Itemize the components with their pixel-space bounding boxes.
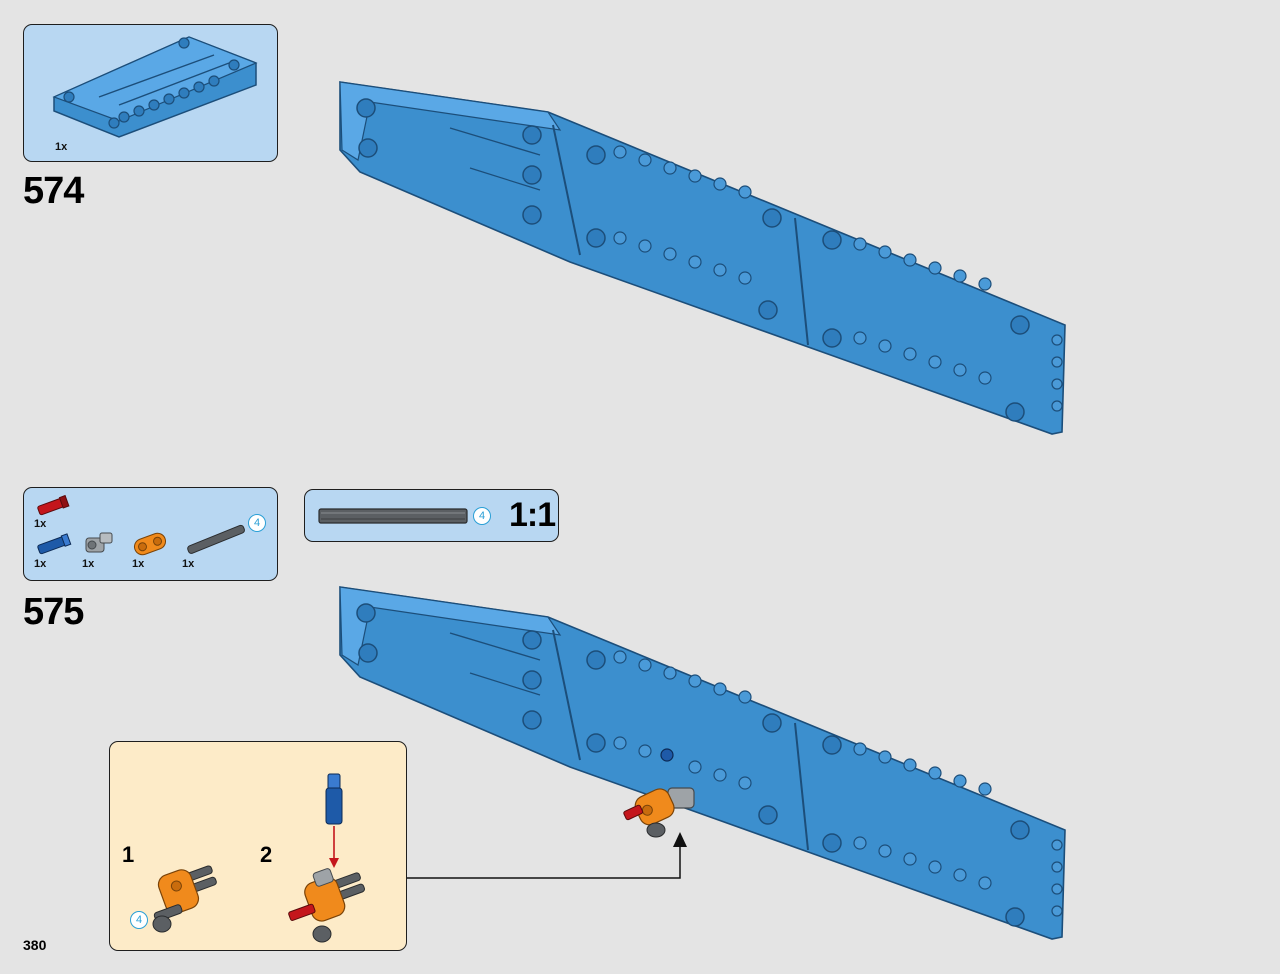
step-574-parts-box: 1x xyxy=(23,24,278,162)
attached-sub-assembly-icon xyxy=(623,787,695,838)
step-575-parts-box: 1x 1x 1x 1x 4 1x xyxy=(23,487,278,581)
scale-label: 1:1 xyxy=(509,496,556,534)
axle-1-to-1-icon xyxy=(318,508,468,524)
part-quantity: 1x xyxy=(182,558,195,570)
part-quantity: 1x xyxy=(82,558,95,570)
part-quantity: 1x xyxy=(55,141,68,153)
scale-reference-box: 4 1:1 xyxy=(304,489,559,542)
part-quantity: 1x xyxy=(34,518,47,530)
substep-1-assembly-icon xyxy=(152,865,217,933)
red-axle-pin-icon xyxy=(37,494,70,516)
substep-number-1: 1 xyxy=(122,842,135,867)
sub-assembly-callout: 1 4 2 xyxy=(109,741,407,951)
part-quantity: 1x xyxy=(132,558,145,570)
grey-axle-connector-icon xyxy=(85,532,113,553)
page-number: 380 xyxy=(23,937,47,953)
axle-length-badge: 4 xyxy=(248,514,266,532)
blue-axle-pin-icon xyxy=(37,533,72,555)
scale-length-badge: 4 xyxy=(473,507,491,525)
blue-pin-insert-icon xyxy=(325,773,343,868)
blue-panel-part-icon xyxy=(52,36,258,138)
step-number-574: 574 xyxy=(23,170,84,212)
dark-grey-axle-icon xyxy=(187,524,245,554)
substep-number-2: 2 xyxy=(260,842,273,867)
step-number-575: 575 xyxy=(23,591,84,633)
part-quantity: 1x xyxy=(34,558,47,570)
substep-2-assembly-icon xyxy=(288,868,365,943)
orange-beam-icon xyxy=(133,532,167,556)
axle-length-badge: 4 xyxy=(130,911,148,929)
